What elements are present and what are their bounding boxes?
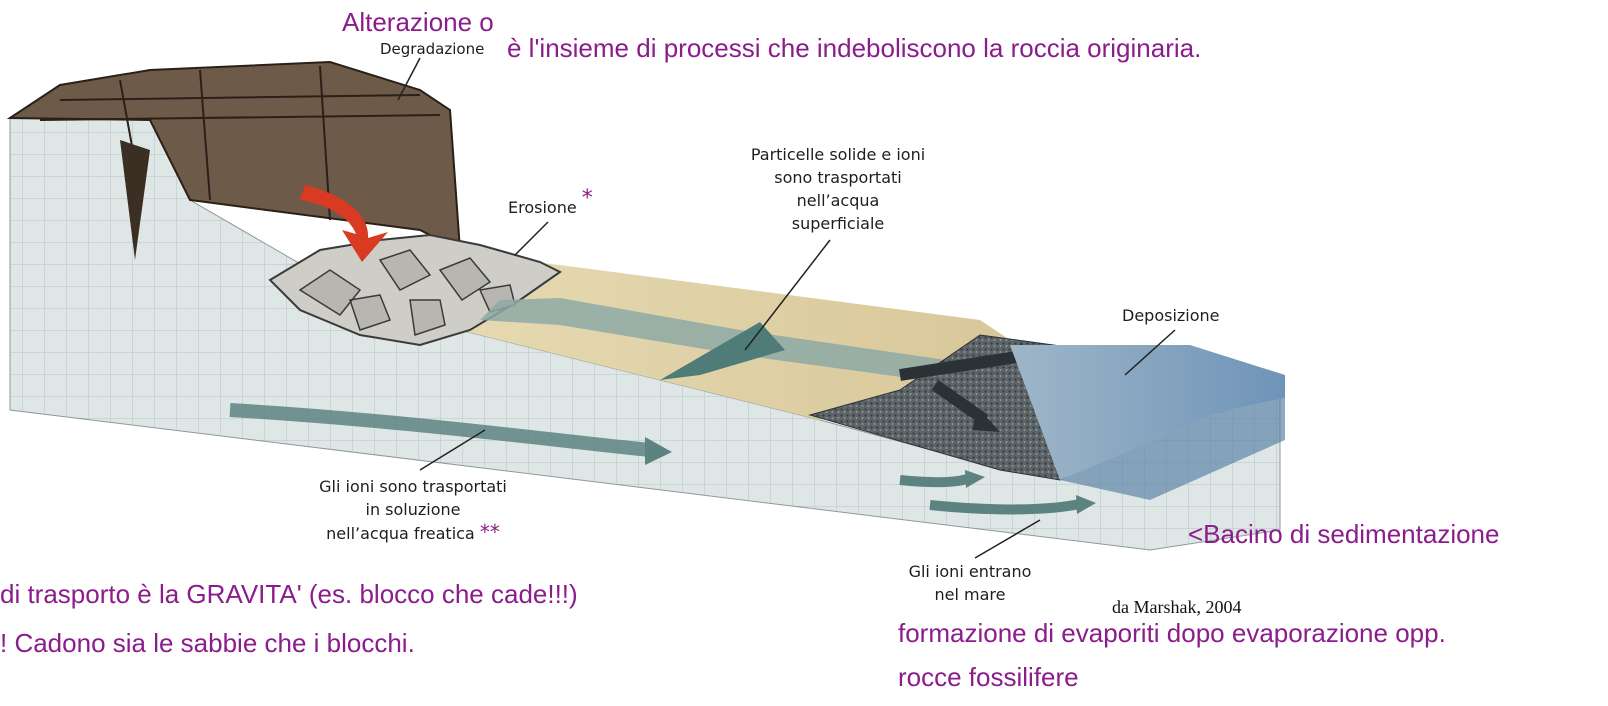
particles-label: Particelle solide e ioni sono trasportat… <box>718 143 958 235</box>
fossils-note: rocce fossilifere <box>898 662 1079 692</box>
erosion-marker: * <box>582 186 593 211</box>
source-credit: da Marshak, 2004 <box>1112 597 1241 618</box>
evaporites-note: formazione di evaporiti dopo evaporazion… <box>898 618 1446 648</box>
erosion-label: Erosione * <box>508 195 593 219</box>
particles-label-line3: nell’acqua <box>718 189 958 212</box>
groundwater-label: Gli ioni sono trasportati in soluzione n… <box>298 475 528 545</box>
particles-label-line1: Particelle solide e ioni <box>718 143 958 166</box>
sea-ions-label-line2: nel mare <box>885 583 1055 606</box>
degradation-label: Degradazione <box>380 38 484 61</box>
sea-ions-label-line1: Gli ioni entrano <box>885 560 1055 583</box>
sea-ion-arrow-2 <box>930 504 1080 509</box>
groundwater-label-line3-text: nell’acqua freatica <box>326 524 475 543</box>
sea-ions-label: Gli ioni entrano nel mare <box>885 560 1055 606</box>
fall-note: ! Cadono sia le sabbie che i blocchi. <box>0 628 415 658</box>
erosion-label-text: Erosione <box>508 198 577 217</box>
particles-label-line4: superficiale <box>718 212 958 235</box>
basin-label: <Bacino di sedimentazione <box>1188 519 1499 549</box>
alteration-definition: è l'insieme di processi che indeboliscon… <box>507 33 1201 63</box>
erosion-leader <box>515 222 548 255</box>
groundwater-label-line3: nell’acqua freatica ** <box>298 521 528 545</box>
groundwater-label-line1: Gli ioni sono trasportati <box>298 475 528 498</box>
groundwater-marker: ** <box>480 520 500 544</box>
sea-ion-arrow-1 <box>900 478 970 482</box>
gravity-note: di trasporto è la GRAVITA' (es. blocco c… <box>0 579 578 609</box>
deposition-label: Deposizione <box>1122 304 1220 327</box>
groundwater-label-line2: in soluzione <box>298 498 528 521</box>
alteration-title: Alterazione o <box>342 7 494 37</box>
particles-label-line2: sono trasportati <box>718 166 958 189</box>
